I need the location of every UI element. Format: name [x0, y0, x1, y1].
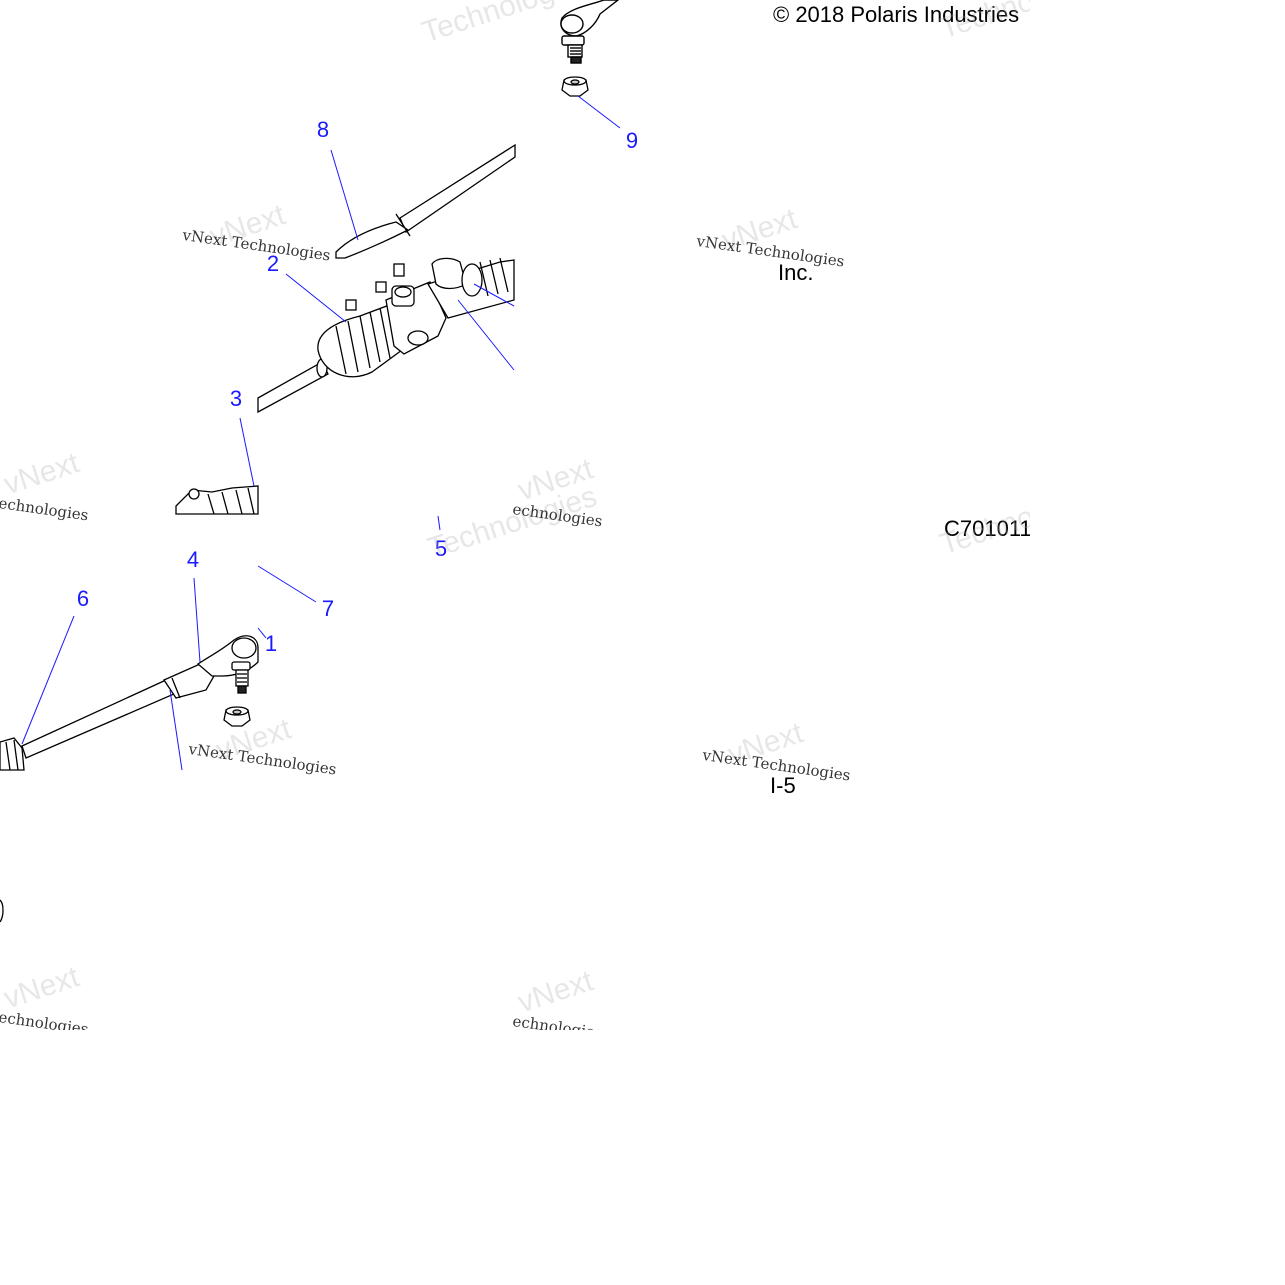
- callout-5: 5: [434, 536, 448, 561]
- callout-6: 6: [76, 586, 90, 611]
- leader-4: [193, 577, 201, 663]
- leader-1: [257, 627, 267, 639]
- leader-right-a: [473, 283, 515, 307]
- tie-rod-upper: [335, 143, 516, 259]
- leader-3: [239, 417, 255, 487]
- leader-2: [285, 273, 347, 323]
- boot-clamp-left: [175, 485, 259, 515]
- callout-3: 3: [229, 386, 243, 411]
- page-reference: I-5: [770, 773, 796, 798]
- callout-1: 1: [264, 631, 278, 656]
- callout-2: 2: [266, 251, 280, 276]
- callout-4: 4: [186, 547, 200, 572]
- leader-8: [330, 149, 359, 241]
- callout-8: 8: [316, 117, 330, 142]
- castle-nut-lower: [223, 706, 251, 727]
- castle-nut-top: [561, 76, 589, 97]
- leader-7: [257, 565, 317, 603]
- copyright-notice: © 2018 Polaris Industries: [773, 2, 1020, 27]
- callout-9: 9: [625, 128, 639, 153]
- leader-5: [437, 515, 441, 531]
- company-suffix: Inc.: [778, 260, 814, 285]
- tie-rod-end-top: [560, 0, 620, 64]
- leader-lower-sleeve: [169, 689, 183, 771]
- leader-6: [21, 615, 75, 745]
- tie-rod-lower: [0, 635, 259, 771]
- blank-tile-upper-left: [0, 0, 180, 250]
- callout-7: 7: [321, 596, 335, 621]
- blank-region-bottom: [0, 1030, 1285, 1285]
- edge-fragment: [0, 899, 4, 923]
- steering-rack: [257, 257, 515, 414]
- drawing-code: C701011: [944, 516, 1032, 541]
- leader-9: [577, 95, 621, 129]
- leader-right-b: [457, 299, 515, 371]
